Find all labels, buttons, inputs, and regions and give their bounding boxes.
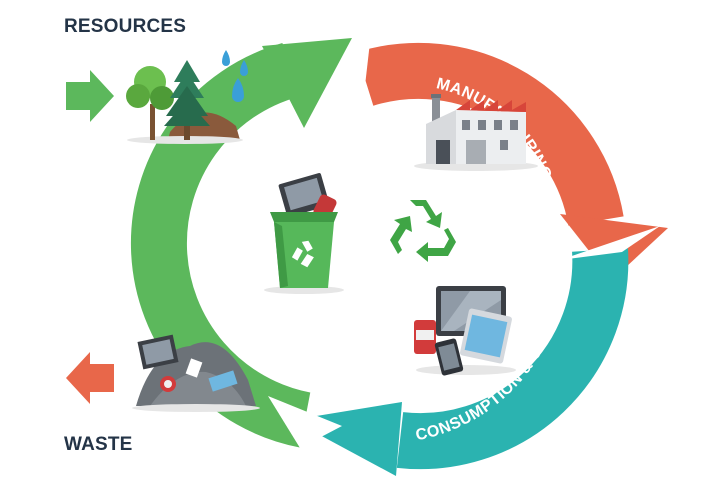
recycling-bin-icon bbox=[264, 173, 344, 294]
recycle-symbol-icon bbox=[390, 200, 456, 262]
trees-and-water-drops-icon bbox=[126, 50, 248, 144]
waste-heap-icon bbox=[132, 334, 260, 412]
outflow-arrow bbox=[66, 352, 114, 404]
recycling-label: RECYCLING bbox=[194, 192, 220, 296]
electronic-devices-icon bbox=[414, 286, 516, 376]
factory-icon bbox=[414, 94, 538, 171]
inflow-arrow bbox=[66, 70, 114, 122]
waste-label: WASTE bbox=[64, 434, 133, 455]
resources-label: RESOURCES bbox=[64, 16, 187, 37]
